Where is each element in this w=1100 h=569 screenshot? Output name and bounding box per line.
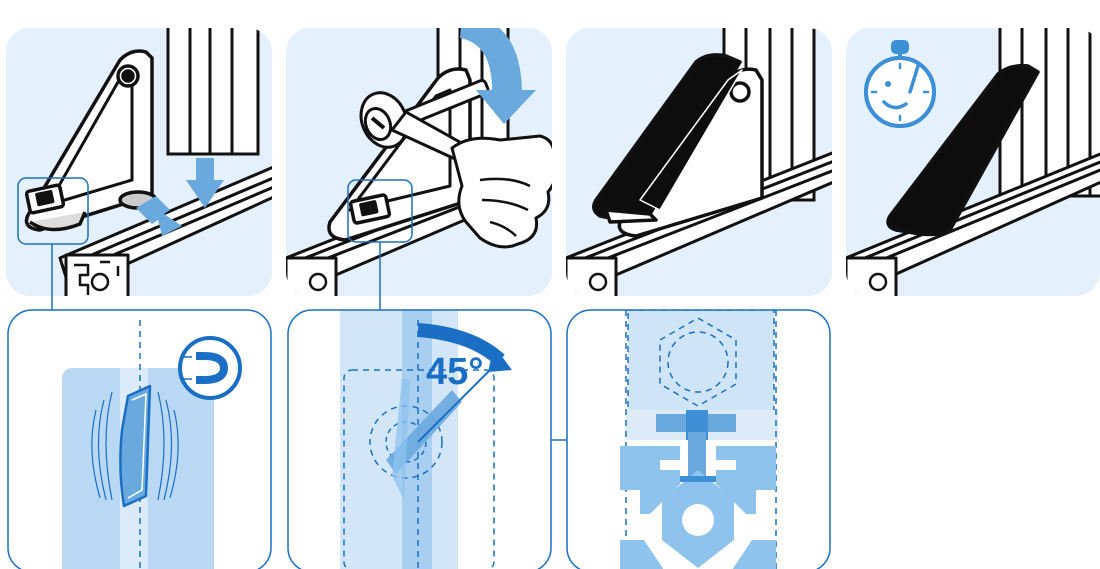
black-cover-cap xyxy=(592,53,743,224)
detail-1-magnetic-insert xyxy=(7,309,272,569)
step-4-done xyxy=(846,28,1100,296)
step-1-place-bracket xyxy=(6,28,272,310)
magnet-icon xyxy=(178,336,242,400)
push-in-arrow xyxy=(136,196,182,236)
step-2-tighten xyxy=(286,28,552,310)
detail-3-cross-section xyxy=(566,309,831,569)
stopwatch-icon xyxy=(864,40,936,128)
detail-frame xyxy=(566,309,831,569)
detail-frame xyxy=(287,309,552,569)
detail-frame xyxy=(7,309,272,569)
angle-label: 45° xyxy=(426,351,483,393)
detail-callout xyxy=(17,177,89,245)
hand xyxy=(450,134,552,249)
vertical-profile xyxy=(166,28,260,156)
rotate-arrow-icon xyxy=(460,28,536,124)
black-cover-cap xyxy=(886,63,1040,237)
step-3-attach-cover xyxy=(566,28,832,296)
push-down-arrow xyxy=(186,158,224,208)
profile-cross-section xyxy=(620,446,776,569)
detail-2-rotation: 45° xyxy=(287,309,552,569)
